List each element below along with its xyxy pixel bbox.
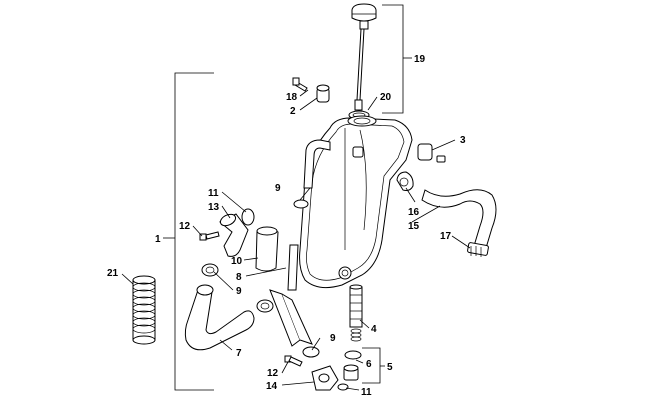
label-11-top: 11 bbox=[208, 188, 219, 199]
clamp-9-mid bbox=[201, 263, 219, 277]
cap-part-2 bbox=[316, 84, 330, 103]
clamp-9-top bbox=[293, 199, 309, 209]
fitting-14 bbox=[311, 365, 339, 391]
callout-labels: 1 2 3 4 5 6 7 8 9 9 9 10 11 11 12 12 13 … bbox=[107, 54, 466, 398]
gasket-11-bottom bbox=[337, 383, 349, 391]
screw-18 bbox=[292, 77, 308, 92]
screw-12 bbox=[199, 231, 220, 241]
bracket-19 bbox=[382, 4, 412, 114]
label-19: 19 bbox=[414, 54, 426, 65]
label-18: 18 bbox=[286, 92, 298, 103]
hose-7 bbox=[184, 284, 255, 351]
hose-sleeve-21 bbox=[132, 275, 156, 345]
label-9-bottom: 9 bbox=[330, 333, 336, 344]
label-3: 3 bbox=[460, 135, 466, 146]
label-9-top: 9 bbox=[275, 183, 281, 194]
bracket-1 bbox=[163, 72, 214, 391]
fitting-3 bbox=[417, 143, 446, 163]
label-20: 20 bbox=[380, 92, 392, 103]
strainer-4 bbox=[349, 284, 363, 328]
screw-12-bottom bbox=[284, 355, 303, 367]
hose-15 bbox=[421, 189, 497, 257]
o-ring-6 bbox=[344, 350, 362, 360]
spring bbox=[350, 328, 362, 342]
oil-tank bbox=[287, 115, 413, 291]
label-8: 8 bbox=[236, 272, 242, 283]
elbow-13 bbox=[219, 213, 249, 257]
dipstick-part bbox=[351, 3, 377, 111]
label-1: 1 bbox=[155, 234, 161, 245]
label-10: 10 bbox=[231, 256, 243, 267]
hose-10 bbox=[255, 226, 279, 272]
label-15: 15 bbox=[408, 221, 420, 232]
label-6: 6 bbox=[366, 359, 372, 370]
label-14: 14 bbox=[266, 381, 278, 392]
clamp-16 bbox=[396, 171, 414, 191]
label-2: 2 bbox=[290, 106, 296, 117]
label-4: 4 bbox=[371, 324, 377, 335]
bracket-5 bbox=[362, 347, 385, 384]
label-7: 7 bbox=[236, 348, 242, 359]
leader-lines bbox=[121, 89, 471, 391]
label-17: 17 bbox=[440, 231, 452, 242]
label-16: 16 bbox=[408, 207, 420, 218]
hose-8 bbox=[269, 289, 313, 347]
label-12-top: 12 bbox=[179, 221, 191, 232]
gasket-11 bbox=[241, 208, 255, 226]
clamp-9-lower bbox=[256, 299, 274, 313]
drain-plug-6 bbox=[343, 364, 359, 381]
label-12-bottom: 12 bbox=[267, 368, 279, 379]
label-21: 21 bbox=[107, 268, 119, 279]
label-9-mid: 9 bbox=[236, 286, 242, 297]
label-11-bottom: 11 bbox=[361, 387, 372, 398]
label-5: 5 bbox=[387, 362, 393, 373]
clamp-9-bottom bbox=[302, 346, 320, 358]
label-13: 13 bbox=[208, 202, 220, 213]
